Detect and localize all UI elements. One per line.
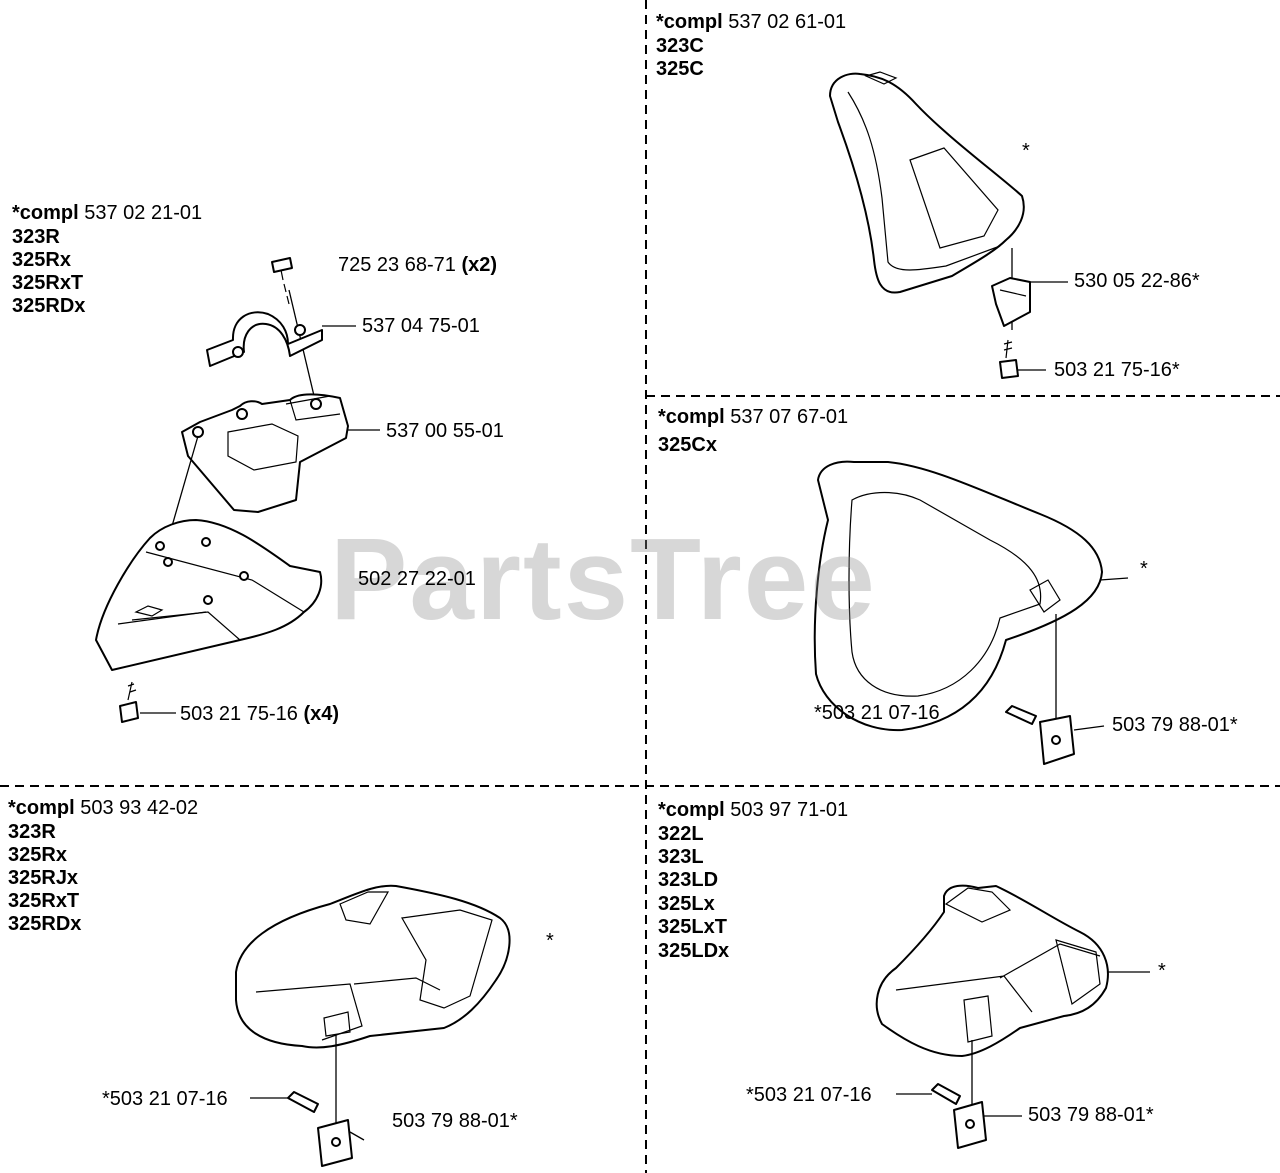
section-5-model: 325LDx — [658, 940, 730, 962]
callout-503-21-07-16-cx: *503 21 07-16 — [814, 702, 940, 724]
callout-725-23-68-71: 725 23 68-71 (x2) — [338, 254, 498, 276]
section-1-model: 323R — [12, 226, 60, 248]
clamp-537-04-75-01 — [206, 311, 356, 367]
section-2-model: 323C — [656, 35, 704, 57]
watermark: PartsTree — [330, 514, 877, 644]
section-4-model: 323R — [8, 821, 56, 843]
section-2-model: 325C — [656, 58, 704, 80]
section-5-compl: *compl 503 97 71-01 — [658, 799, 849, 821]
section-4-model: 325RJx — [8, 867, 79, 889]
guard-503-93-42-02 — [235, 884, 511, 1126]
section-4-compl: *compl 503 93 42-02 — [8, 797, 199, 819]
screw-503-21-07-16-r — [250, 1091, 319, 1113]
section-1-model: 325Rx — [12, 249, 71, 271]
callout-502-27-22-01: 502 27 22-01 — [358, 568, 476, 590]
callout-537-04-75-01: 537 04 75-01 — [362, 315, 480, 337]
section-1-model: 325RxT — [12, 272, 84, 294]
callout-537-00-55-01: 537 00 55-01 — [386, 420, 504, 442]
plate-503-79-88-01-r — [317, 1119, 365, 1167]
plate-503-79-88-01-cx — [1039, 715, 1105, 765]
callout-530-05-22-86: 530 05 22-86* — [1074, 270, 1200, 292]
callout-503-21-75-16: 503 21 75-16 (x4) — [180, 703, 340, 725]
guard-503-97-71-01 — [875, 884, 1150, 1106]
callout-503-21-07-16-l: *503 21 07-16 — [746, 1084, 872, 1106]
guard-502-27-22-01 — [95, 519, 323, 671]
guard-537-02-61-01 — [829, 71, 1025, 330]
section-2-compl: *compl 537 02 61-01 — [656, 11, 847, 33]
bracket-530-05-22-86 — [991, 277, 1068, 327]
section-5-model: 325Lx — [658, 893, 715, 915]
screw-503-21-07-16-cx — [1005, 705, 1037, 725]
callout-asterisk: * — [1140, 558, 1148, 580]
bracket-537-00-55-01 — [167, 393, 380, 541]
screw-503-21-75-16-c — [999, 339, 1046, 379]
screw-503-21-75-16 — [119, 681, 176, 723]
section-5-model: 325LxT — [658, 916, 727, 938]
callout-asterisk: * — [1022, 140, 1030, 162]
section-1-compl: *compl 537 02 21-01 — [12, 202, 203, 224]
section-3-model: 325Cx — [658, 434, 717, 456]
screw-503-21-07-16-l — [896, 1083, 961, 1105]
callout-503-21-07-16-r: *503 21 07-16 — [102, 1088, 228, 1110]
callout-503-79-88-01-l: 503 79 88-01* — [1028, 1104, 1154, 1126]
callout-asterisk: * — [1158, 960, 1166, 982]
section-5-model: 323LD — [658, 869, 719, 891]
section-4-model: 325RxT — [8, 890, 80, 912]
guard-537-07-67-01 — [813, 460, 1129, 732]
section-3-compl: *compl 537 07 67-01 — [658, 406, 849, 428]
section-1-model: 325RDx — [12, 295, 86, 317]
callout-503-79-88-01-r: 503 79 88-01* — [392, 1110, 518, 1132]
section-4-model: 325Rx — [8, 844, 67, 866]
section-5-model: 323L — [658, 846, 704, 868]
plate-503-79-88-01-l — [953, 1101, 1022, 1149]
section-5-model: 322L — [658, 823, 704, 845]
callout-503-79-88-01-cx: 503 79 88-01* — [1112, 714, 1238, 736]
callout-503-21-75-16-c: 503 21 75-16* — [1054, 359, 1180, 381]
callout-asterisk: * — [546, 930, 554, 952]
section-4-model: 325RDx — [8, 913, 82, 935]
